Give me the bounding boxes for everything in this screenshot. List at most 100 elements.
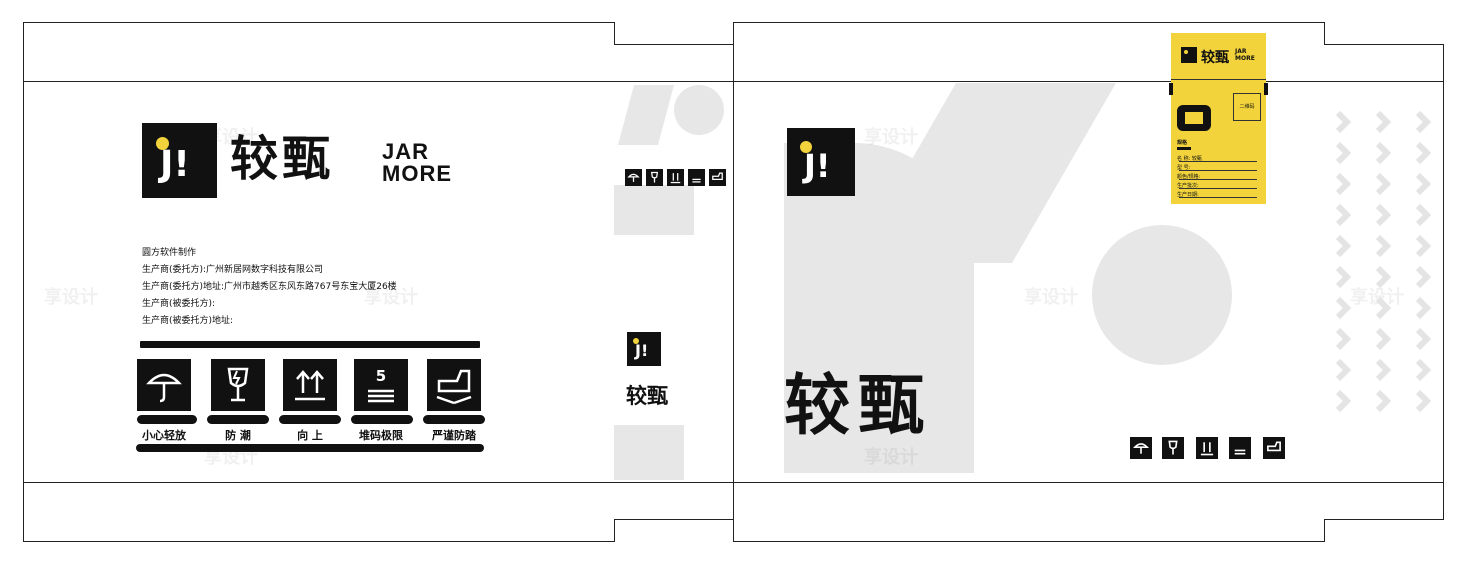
label-field: 颜色/规格: xyxy=(1177,174,1201,180)
info-line: 生产商(委托方)地址:广州市越秀区东风东路767号东宝大厦26楼 xyxy=(142,282,397,292)
watermark: 享设计 xyxy=(204,447,258,468)
info-line: 生产商(被委托方)地址: xyxy=(142,316,234,326)
chevron-icon xyxy=(1375,203,1392,227)
field-line xyxy=(1179,161,1257,162)
stack-limit-icon: 5 xyxy=(354,359,408,411)
box-back-panel: 享设计 享设计 享设计 J! 较甄 较甄 JAR MORE 二维码 规格 名 称… xyxy=(733,22,1325,542)
brand-logo: J! xyxy=(142,123,217,198)
chevron-icon xyxy=(1375,358,1392,382)
watermark: 享设计 xyxy=(1350,287,1404,308)
chevron-icon xyxy=(1415,110,1432,134)
brand-logo: J! xyxy=(627,332,661,366)
label-graphic xyxy=(1177,105,1211,131)
label-brand-en: JAR MORE xyxy=(1235,48,1255,62)
label-bar xyxy=(351,415,413,424)
no-step-icon xyxy=(1263,437,1285,459)
chevron-icon xyxy=(1415,141,1432,165)
label-bar xyxy=(279,415,341,424)
chevron-icon xyxy=(1375,110,1392,134)
watermark: 享设计 xyxy=(364,287,418,308)
chevron-icon xyxy=(1415,358,1432,382)
this-way-up-icon xyxy=(667,169,684,186)
chevron-icon xyxy=(1335,327,1352,351)
care-label: 防 潮 xyxy=(225,429,251,442)
brand-name-cn: 较甄 xyxy=(626,384,668,408)
label-brand-cn: 较甄 xyxy=(1201,50,1229,66)
no-step-icon xyxy=(709,169,726,186)
chevron-icon xyxy=(1415,265,1432,289)
fold-line-bottom xyxy=(24,482,614,483)
logo-dot xyxy=(633,338,639,344)
label-title-underline xyxy=(1177,147,1191,150)
watermark: 享设计 xyxy=(44,287,98,308)
watermark: 享设计 xyxy=(1024,287,1078,308)
field-line xyxy=(1179,188,1257,189)
brand-en-line1: JAR xyxy=(382,139,430,164)
fold-line-bottom xyxy=(734,482,1324,483)
bg-shape xyxy=(1092,225,1232,365)
field-line xyxy=(1179,170,1257,171)
label-field: 型 号: xyxy=(1177,165,1191,171)
umbrella-icon xyxy=(625,169,642,186)
care-label: 小心轻放 xyxy=(142,429,186,442)
chevron-pattern xyxy=(1335,110,1432,413)
label-bar xyxy=(137,415,197,424)
chevron-icon xyxy=(1335,296,1352,320)
label-field: 名 称: 较甄 xyxy=(1177,156,1202,162)
chevron-icon xyxy=(1335,203,1352,227)
fold-line-top xyxy=(1324,81,1443,82)
chevron-icon xyxy=(1375,172,1392,196)
chevron-icon xyxy=(1335,234,1352,258)
bg-shape xyxy=(614,425,684,480)
label-title: 规格 xyxy=(1177,140,1188,146)
manufacturer-info: 圓方软件制作 生产商(委托方):广州新居网数字科技有限公司 生产商(委托方)地址… xyxy=(142,245,397,330)
qr-code-text: 二维码 xyxy=(1239,104,1255,110)
box-front-panel: 享设计 享设计 享设计 享设计 J! 较甄 JAR MORE 圓方软件制作 生产… xyxy=(23,22,615,542)
care-label: 向 上 xyxy=(297,429,323,442)
tab-marker xyxy=(1264,83,1268,95)
chevron-icon xyxy=(1335,110,1352,134)
brand-logo: J! xyxy=(787,128,855,196)
brand-name-en: JAR MORE xyxy=(382,141,452,185)
chevron-icon xyxy=(1375,141,1392,165)
chevron-icon xyxy=(1335,389,1352,413)
chevron-icon xyxy=(1335,358,1352,382)
chevron-icon xyxy=(1375,296,1392,320)
bg-shape xyxy=(674,85,724,135)
box-side-flap: J! 较甄 xyxy=(614,44,734,520)
stack-number: 5 xyxy=(375,367,387,385)
this-way-up-icon xyxy=(283,359,337,411)
label-logo xyxy=(1181,47,1197,63)
chevron-icon xyxy=(1375,389,1392,413)
chevron-icon xyxy=(1375,265,1392,289)
care-label: 堆码极限 xyxy=(359,429,403,442)
no-step-icon xyxy=(427,359,481,411)
label-bar xyxy=(207,415,269,424)
chevron-icon xyxy=(1415,296,1432,320)
field-line xyxy=(1179,197,1257,198)
fold-line-bottom xyxy=(614,482,734,483)
fold-line-top xyxy=(24,81,614,82)
fold-line-bottom xyxy=(1324,482,1443,483)
care-label: 严谨防踏 xyxy=(432,429,476,442)
brand-en-line2: MORE xyxy=(382,161,452,186)
label-en-line2: MORE xyxy=(1235,55,1255,62)
info-line: 生产商(委托方):广州新居网数字科技有限公司 xyxy=(142,265,324,275)
logo-glyph: J! xyxy=(804,147,831,185)
umbrella-icon xyxy=(1130,437,1152,459)
stack-limit-icon xyxy=(688,169,705,186)
bg-shape xyxy=(617,85,675,145)
info-line: 生产商(被委托方): xyxy=(142,299,216,309)
logo-dot xyxy=(156,137,169,150)
chevron-icon xyxy=(1415,327,1432,351)
chevron-icon xyxy=(1335,172,1352,196)
label-field: 生产日期: xyxy=(1177,192,1199,198)
chevron-icon xyxy=(1335,141,1352,165)
product-label: 较甄 JAR MORE 二维码 规格 名 称: 较甄 型 号: 颜色/规格: 生… xyxy=(1169,33,1268,204)
field-line xyxy=(1179,179,1257,180)
label-bar xyxy=(423,415,485,424)
this-way-up-icon xyxy=(1196,437,1218,459)
label-field: 生产批次: xyxy=(1177,183,1199,189)
watermark: 享设计 xyxy=(204,127,258,148)
label-en-line1: JAR xyxy=(1235,48,1247,55)
